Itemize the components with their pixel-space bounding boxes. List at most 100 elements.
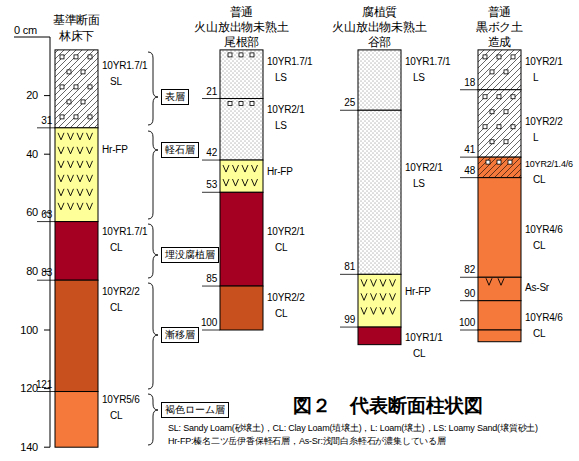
axis-label: 60 [26,207,38,218]
texture-code: CL [533,175,545,185]
column-header: 火山放出物未熟土 [194,21,288,33]
texture-code: LS [413,73,425,83]
soil-layer [358,327,401,345]
horizon-code: 10YR2/1 [267,227,305,237]
texture-code: SL [110,77,122,87]
layer-outline [55,50,98,128]
depth-value: 63 [41,210,52,220]
texture-code: CL [275,243,287,253]
column-header: 普通 [230,6,254,18]
depth-value: 21 [206,87,217,97]
soil-layer [220,160,263,192]
brace [148,283,158,389]
depth-tick [460,89,478,90]
column-header: 普通 [488,6,512,18]
brace [148,52,158,125]
texture-code: L [533,133,538,143]
horizon-code: 10YR4/6 [525,225,563,235]
horizon-code: 10YR1.7/1 [102,227,147,237]
soil-layer [55,280,98,391]
layer-outline [478,330,521,342]
depth-tick [460,157,478,158]
layer-outline [220,50,263,99]
soil-column [220,50,263,330]
depth-tick [202,286,220,287]
layer-texture [220,99,263,161]
texture-code: L [533,73,538,83]
depth-value: 100 [201,318,217,328]
horizon-code: 10YR5/6 [102,395,140,405]
column-header: 腐植質 [362,6,397,18]
brace [148,394,158,445]
depth-value: 31 [41,116,52,126]
depth-tick [202,192,220,193]
depth-value: 18 [464,78,475,88]
soil-layer [220,192,263,286]
horizon-code: 10YR4/6 [525,313,563,323]
soil-layer [478,277,521,300]
depth-value: 99 [344,315,355,325]
soil-layer [55,128,98,222]
depth-tick [340,274,358,275]
soil-layer [358,110,401,274]
column-header: 黒ボク土 [476,21,523,33]
depth-value: 53 [206,180,217,190]
texture-code: LS [413,179,425,189]
layer-outline [478,301,521,330]
brace [148,224,158,278]
horizon-code: 10YR2/2 [267,293,305,303]
texture-code: LS [275,121,287,131]
horizon-box: 表層 [161,89,189,105]
soil-column [478,50,521,342]
texture-code: CL [533,241,545,251]
horizon-code: 10YR2/1 [405,163,443,173]
layer-texture [478,157,521,178]
depth-value: 25 [344,98,355,108]
horizon-code: Hr-FP [102,145,128,155]
column-header: 谷部 [368,36,392,48]
depth-value: 41 [464,145,475,155]
layer-outline [478,157,521,178]
layer-outline [220,192,263,286]
axis-label: 0 cm [14,25,37,36]
depth-value: 121 [36,380,52,390]
layer-outline [55,280,98,391]
horizon-code: 10YR2/1 [525,57,563,67]
depth-value: 42 [206,148,217,158]
depth-tick [202,98,220,99]
layer-texture [358,110,401,274]
horizon-code: 10YR1.7/1 [267,57,312,67]
texture-code: CL [110,243,122,253]
texture-code: CL [275,309,287,319]
axis-tick [14,37,50,38]
brace [148,131,158,219]
axis-tick [44,447,50,448]
column-header: 基準断面 [53,14,100,26]
horizon-name: 埋没腐植層 [165,250,215,260]
layer-texture [358,50,401,110]
horizon-name: 漸移層 [165,330,195,340]
depth-tick [460,330,478,331]
soil-layer [358,50,401,110]
axis-label: 100 [20,325,38,336]
depth-value: 100 [459,318,475,328]
horizon-code: 10YR1.7/1 [405,57,450,67]
depth-tick [340,110,358,111]
layer-outline [220,286,263,330]
layer-texture [478,90,521,157]
layer-texture [220,50,263,99]
axis-tick [44,95,50,96]
soil-layer [220,99,263,161]
layer-outline [220,99,263,161]
texture-code: CL [533,329,545,339]
layer-outline [220,160,263,192]
horizon-code: Hr-FP [405,287,431,297]
layer-outline [55,128,98,222]
horizon-box: 褐色ローム層 [161,402,229,418]
layer-texture [478,50,521,90]
soil-layer [220,50,263,99]
column-header: 尾根部 [224,36,259,48]
horizon-name: 褐色ローム層 [165,405,225,415]
horizon-code: 10YR2/2 [102,287,140,297]
